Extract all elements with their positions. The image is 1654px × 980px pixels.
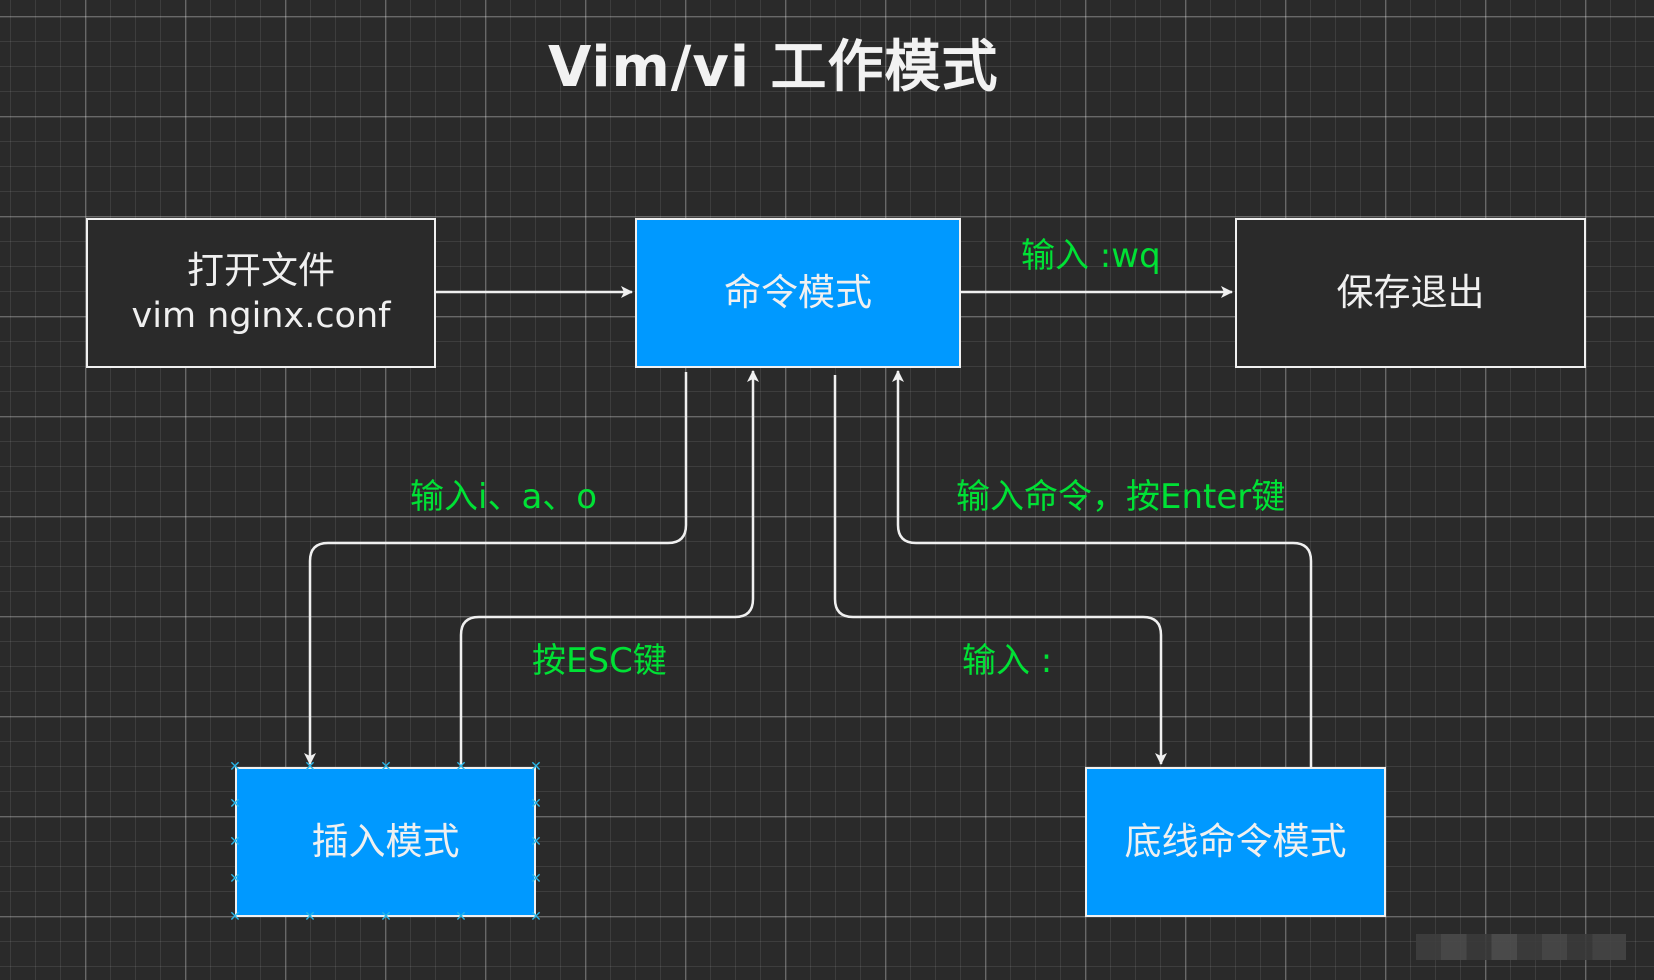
edge-command-to-last-line[interactable]: [833, 375, 1167, 765]
node-open-file-label: 打开文件: [187, 249, 335, 292]
node-open-file-command: vim nginx.conf: [131, 296, 391, 336]
node-last-line-mode-label: 底线命令模式: [1124, 820, 1347, 863]
edge-label-insert-to-command: 按ESC键: [532, 641, 667, 681]
blurred-watermark: [1416, 934, 1626, 960]
selection-handle-icon[interactable]: ✕: [530, 834, 542, 850]
node-insert-mode[interactable]: 插入模式: [235, 767, 536, 917]
node-open-file[interactable]: 打开文件 vim nginx.conf: [86, 218, 436, 368]
edge-label-to-insert: 输入i、a、o: [410, 477, 598, 517]
node-last-line-mode[interactable]: 底线命令模式: [1085, 767, 1386, 917]
edge-insert-to-command[interactable]: [459, 370, 759, 767]
diagram-title: Vim/vi 工作模式: [548, 35, 999, 100]
node-save-quit[interactable]: 保存退出: [1235, 218, 1586, 368]
edge-label-last-line-to-command: 输入命令，按Enter键: [956, 477, 1286, 517]
selection-handle-icon[interactable]: ✕: [380, 759, 392, 775]
selection-handle-icon[interactable]: ✕: [380, 909, 392, 925]
selection-handle-icon[interactable]: ✕: [304, 909, 316, 925]
selection-handle-icon[interactable]: ✕: [229, 796, 241, 812]
node-command-mode[interactable]: 命令模式: [635, 218, 961, 368]
edge-last-line-to-command[interactable]: [892, 370, 1313, 767]
selection-handle-icon[interactable]: ✕: [304, 759, 316, 775]
selection-handle-icon[interactable]: ✕: [455, 759, 467, 775]
selection-handle-icon[interactable]: ✕: [530, 759, 542, 775]
edge-label-to-save: 输入 :wq: [1021, 236, 1161, 276]
edge-command-to-insert[interactable]: [304, 372, 688, 765]
selection-handle-icon[interactable]: ✕: [229, 759, 241, 775]
node-insert-mode-label: 插入模式: [311, 820, 460, 863]
selection-handle-icon[interactable]: ✕: [530, 796, 542, 812]
selection-handle-icon[interactable]: ✕: [229, 871, 241, 887]
node-command-mode-label: 命令模式: [724, 271, 872, 314]
selection-handle-icon[interactable]: ✕: [530, 909, 542, 925]
edge-label-to-last-line: 输入 :: [962, 641, 1053, 681]
node-save-quit-label: 保存退出: [1336, 271, 1485, 314]
selection-handle-icon[interactable]: ✕: [455, 909, 467, 925]
selection-handle-icon[interactable]: ✕: [530, 871, 542, 887]
selection-handle-icon[interactable]: ✕: [229, 909, 241, 925]
selection-handle-icon[interactable]: ✕: [229, 834, 241, 850]
